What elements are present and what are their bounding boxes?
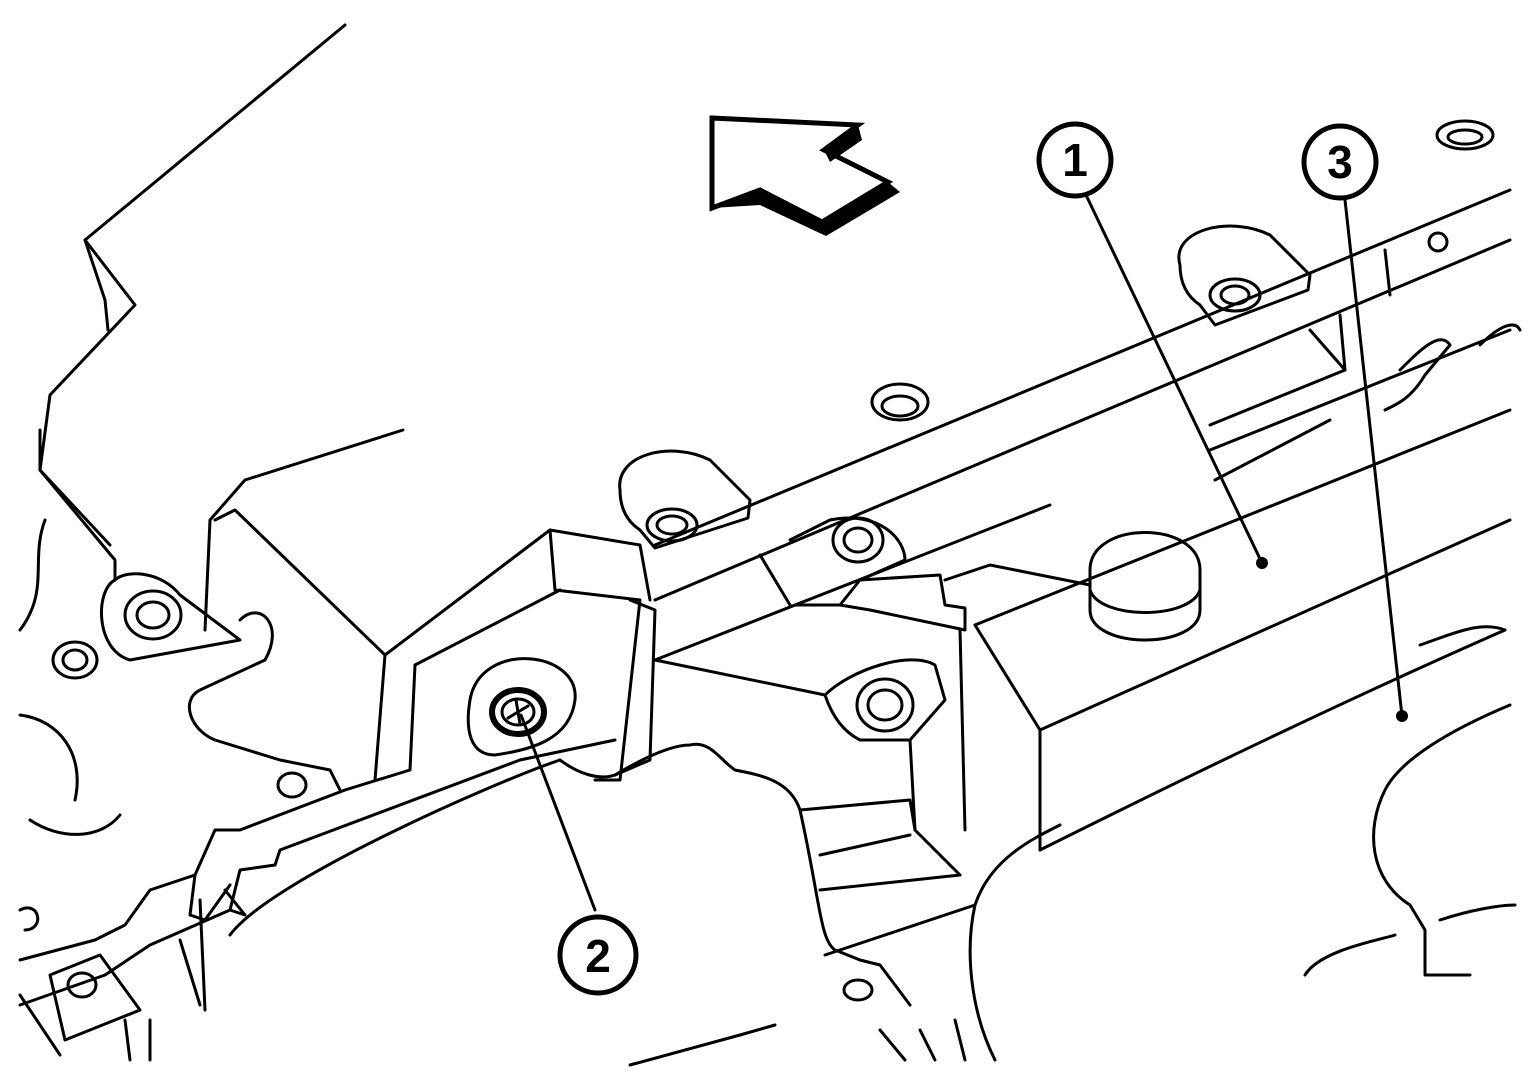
center-bosses xyxy=(558,658,977,1067)
callout-label-1: 1 xyxy=(1062,134,1088,186)
leader-line-3 xyxy=(1343,198,1404,718)
callout-3: 3 xyxy=(1301,123,1379,201)
leader-line-1 xyxy=(1084,193,1264,565)
leader-lines xyxy=(519,193,1408,912)
left-mount xyxy=(18,518,342,836)
leader-dot-1 xyxy=(1256,557,1268,569)
leader-line-2 xyxy=(519,713,597,912)
callout-label-3: 3 xyxy=(1327,136,1353,188)
rail-assembly xyxy=(653,188,1522,852)
engine-cover-outline xyxy=(38,23,657,792)
leader-dot-3 xyxy=(1396,710,1408,722)
front-arrow-icon xyxy=(709,115,900,236)
callout-1: 1 xyxy=(1036,121,1114,199)
callout-2: 2 xyxy=(557,914,639,996)
rail-bosses xyxy=(618,119,1495,632)
bolt-part-2 xyxy=(466,657,577,757)
callout-label-2: 2 xyxy=(585,930,611,982)
right-housing xyxy=(968,625,1517,1062)
cap-component xyxy=(943,531,1202,642)
lower-bracket xyxy=(18,738,617,1062)
